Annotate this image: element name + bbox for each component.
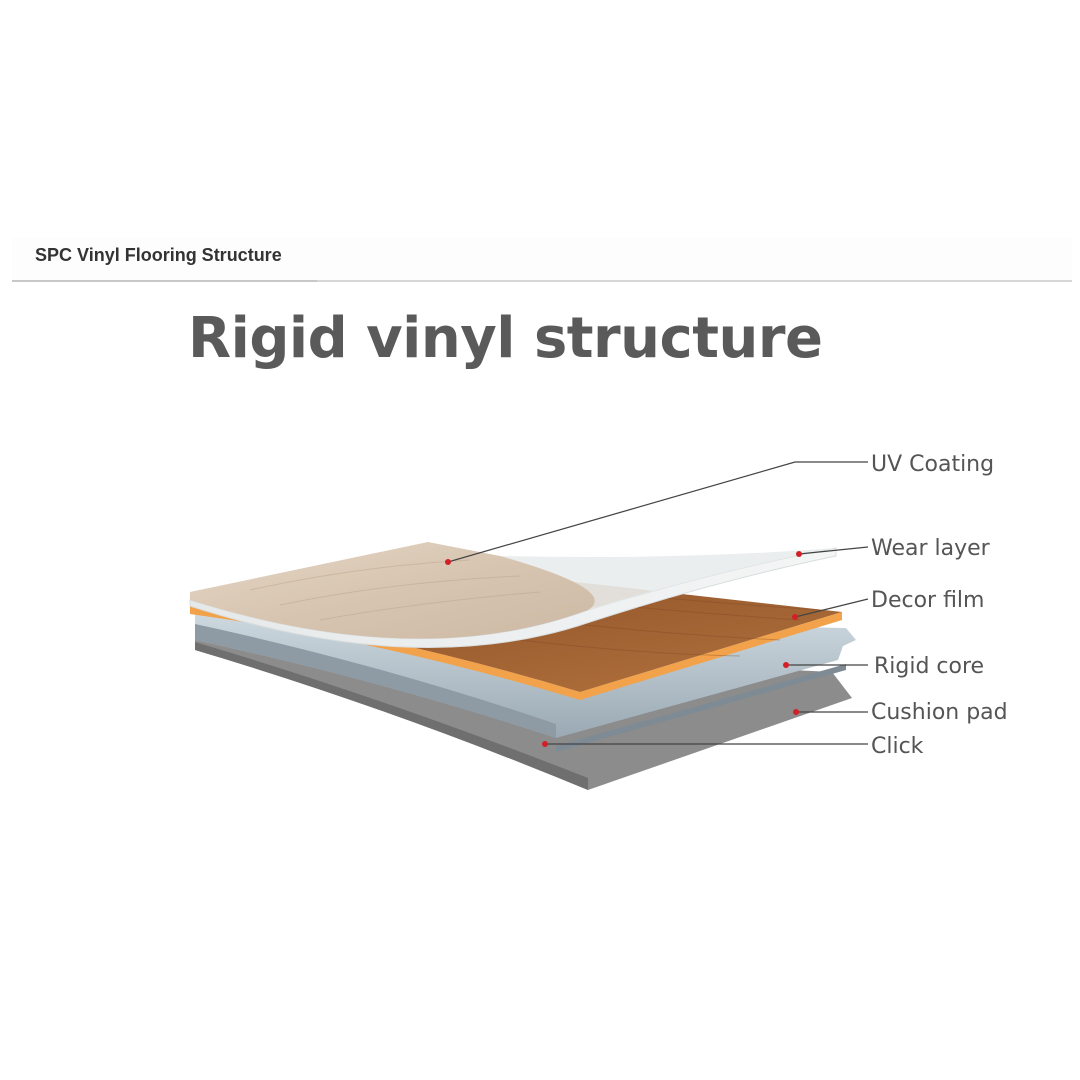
click-groove (556, 664, 846, 752)
markers (445, 551, 802, 747)
label-click: Click (871, 734, 924, 759)
label-cushion-pad: Cushion pad (871, 700, 1008, 725)
marker-uv-coating (445, 559, 451, 565)
rigid-core-side (195, 624, 556, 738)
section-header: SPC Vinyl Flooring Structure (12, 238, 1072, 282)
marker-wear-layer (796, 551, 802, 557)
leader-line-decor-film (794, 598, 869, 618)
leader-line-wear-layer (798, 546, 869, 555)
label-uv-coating: UV Coating (871, 452, 994, 477)
decor-film-edge (190, 606, 842, 700)
marker-click (542, 741, 548, 747)
marker-decor-film (792, 614, 798, 620)
label-rigid-core: Rigid core (874, 654, 984, 679)
section-title: SPC Vinyl Flooring Structure (35, 245, 282, 265)
cushion-pad-edge (195, 642, 588, 790)
marker-cushion-pad (793, 709, 799, 715)
diagram-title: Rigid vinyl structure (188, 306, 823, 371)
section-header-underline (12, 280, 317, 282)
label-decor-film: Decor film (871, 588, 984, 613)
leader-line-uv-coating (447, 461, 868, 563)
marker-rigid-core (783, 662, 789, 668)
uv-coating-layer (190, 542, 595, 639)
label-wear-layer: Wear layer (871, 536, 991, 561)
leader-lines (447, 461, 869, 745)
uv-wood-grain (249, 559, 541, 621)
